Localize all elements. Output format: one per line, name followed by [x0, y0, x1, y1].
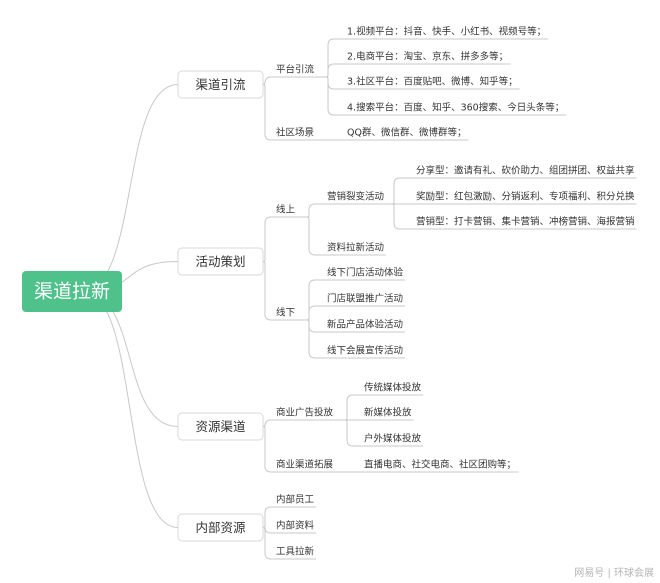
branch-node — [177, 247, 264, 276]
branch-to-sub-line — [262, 419, 274, 427]
sub-node-label: 商业渠道拓展 — [276, 459, 334, 471]
sub-node-label: 内部员工 — [276, 494, 315, 506]
sub-node-label: 内部资料 — [276, 520, 315, 532]
branch-to-sub-line — [262, 216, 274, 262]
root-node — [22, 271, 122, 312]
leaf-node-label: 线下门店活动体验 — [327, 267, 404, 279]
sub-node-label: 平台引流 — [276, 64, 315, 76]
root-to-branch-line — [81, 84, 179, 292]
branch-node-label: 活动策划 — [195, 254, 245, 269]
sub-to-leaf-line — [297, 305, 325, 321]
leaf-node-label: 2.电商平台：淘宝、京东、拼多多等； — [347, 51, 508, 63]
root-node-label: 渠道拉新 — [34, 281, 110, 303]
branch-node-label: 资源渠道 — [195, 419, 246, 434]
leaf-node-label: 门店联盟推广活动 — [327, 293, 403, 305]
sub-to-leaf-line — [316, 63, 345, 78]
connector-lines — [81, 38, 637, 560]
root-to-branch-line — [81, 290, 179, 528]
leaf-node-label: 1.视频平台：抖音、快手、小红书、视频号等； — [347, 26, 546, 38]
watermark: 网易号 | 环球会展 — [574, 568, 654, 579]
branch-to-sub-line — [262, 261, 274, 321]
branch-node — [177, 412, 264, 441]
leaf-node-label: 户外媒体投放 — [364, 433, 422, 445]
branch-to-sub-line — [262, 527, 274, 560]
leaf-node-label: 直播电商、社交电商、社区团购等； — [364, 459, 516, 471]
leaf-to-detail-line — [386, 177, 414, 205]
leaf-node-label: QQ群、微信群、微博群等； — [347, 127, 466, 139]
sub-node-label: 商业广告投放 — [276, 407, 334, 419]
branch-node — [177, 513, 264, 542]
branch-node-label: 渠道引流 — [195, 77, 246, 92]
sub-to-leaf-line — [297, 319, 325, 333]
sub-node-label: 工具拉新 — [276, 546, 315, 558]
sub-to-leaf-line — [297, 203, 325, 218]
sub-to-leaf-line — [297, 319, 325, 359]
leaf-node-label: 新品产品体验活动 — [327, 319, 403, 331]
leaf-to-detail-line — [386, 203, 414, 230]
sub-node-label: 线下 — [276, 307, 295, 319]
sub-to-leaf-line — [316, 76, 345, 116]
sub-to-leaf-line — [335, 394, 362, 421]
leaf-node-label: 传统媒体投放 — [364, 382, 422, 394]
leaf-node-label: 3.社区平台：百度贴吧、微博、知乎等； — [347, 76, 518, 88]
branch-to-sub-line — [262, 506, 274, 528]
sub-to-leaf-line — [335, 419, 362, 447]
branch-to-sub-line — [262, 84, 274, 141]
detail-node-label: 营销型：打卡营销、集卡营销、冲榜营销、海报营销 — [416, 216, 635, 228]
branch-to-sub-line — [262, 76, 274, 85]
detail-node-label: 奖励型：红包激励、分销返利、专项福利、积分兑换 — [416, 191, 635, 203]
sub-to-leaf-line — [316, 76, 345, 90]
branch-to-sub-line — [262, 426, 274, 473]
detail-node-label: 分享型：邀请有礼、砍价助力、组团拼团、权益共享 — [416, 165, 635, 177]
sub-to-leaf-line — [297, 279, 325, 321]
leaf-node-label: 新媒体投放 — [364, 407, 412, 419]
sub-node-label: 社区场景 — [276, 127, 314, 139]
branch-node-label: 内部资源 — [195, 520, 246, 535]
leaf-node-label: 资料拉新活动 — [327, 242, 384, 254]
leaf-node-label: 线下会展宣传活动 — [327, 345, 403, 357]
leaf-node-label: 营销裂变活动 — [327, 191, 384, 203]
leaf-node-label: 4.搜索平台：百度、知乎、360搜索、今日头条等； — [347, 102, 564, 114]
sub-to-leaf-line — [297, 216, 325, 256]
sub-to-leaf-line — [316, 38, 345, 78]
branch-node — [177, 70, 264, 99]
sub-node-label: 线上 — [276, 204, 296, 216]
mind-map-nodes: 渠道拉新 渠道引流 平台引流 1.视频平台：抖音、快手、小红书、视频号等； 2.电商平台… — [22, 26, 635, 558]
